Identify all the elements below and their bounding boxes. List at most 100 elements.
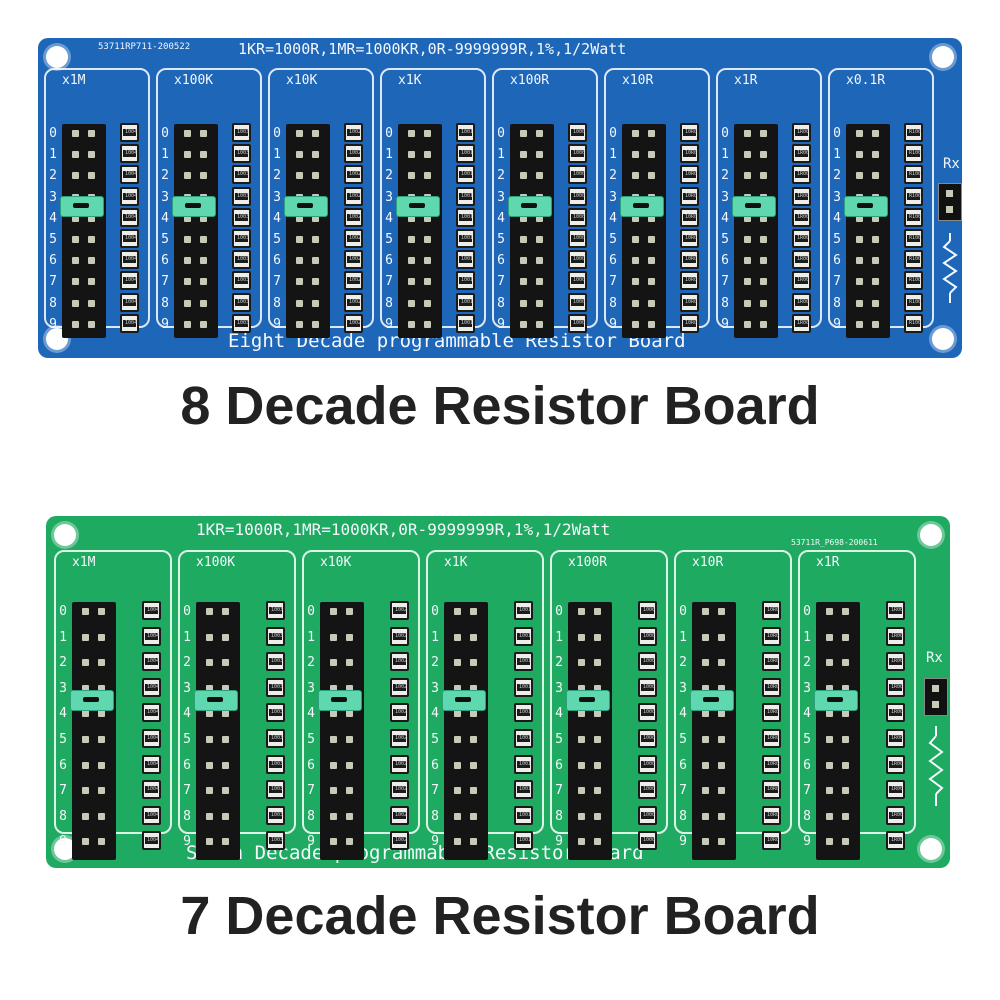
- smd-resistor: 1001: [514, 703, 533, 723]
- header-pin: [88, 278, 95, 286]
- jumper-cap[interactable]: [172, 196, 216, 218]
- smd-resistor: R100: [904, 165, 923, 185]
- resistor-code: R100: [909, 235, 922, 241]
- resistor-code: 1002: [395, 760, 408, 767]
- row-number: 0: [609, 126, 617, 141]
- header-pin: [718, 608, 725, 615]
- jumper-cap[interactable]: [508, 196, 552, 218]
- header-pin: [72, 151, 79, 159]
- header-pin: [454, 761, 461, 769]
- header-pin: [594, 787, 601, 795]
- row-number: 5: [679, 732, 687, 747]
- jumper-cap[interactable]: [690, 689, 734, 711]
- smd-resistor: 1R00: [886, 601, 905, 620]
- resistor-code: 1001: [519, 760, 532, 767]
- resistor-code: 1R00: [797, 277, 810, 284]
- jumper-cap[interactable]: [70, 689, 114, 711]
- smd-resistor: 1004: [120, 144, 139, 164]
- resistor-code: 1003: [271, 683, 284, 690]
- top-caption: 8 Decade Resistor Board: [180, 376, 820, 436]
- header-pin: [536, 214, 543, 222]
- header-pin: [88, 257, 95, 265]
- header-pin: [648, 130, 655, 137]
- header-pin: [632, 151, 639, 159]
- resistor-code: 1003: [271, 760, 284, 767]
- jumper-cap[interactable]: [620, 196, 664, 218]
- jumper-cap[interactable]: [844, 196, 888, 218]
- row-number: 2: [721, 168, 729, 184]
- jumper-cap[interactable]: [318, 689, 362, 711]
- header-pin: [872, 151, 879, 159]
- rx-label: Rx: [943, 156, 960, 172]
- jumper-cap[interactable]: [396, 196, 440, 218]
- smd-resistor: 10R0: [680, 250, 699, 270]
- smd-resistor: 10R0: [680, 165, 699, 185]
- header-pin: [702, 838, 709, 846]
- blue-resistor-board: 53711RP711-200522 1KR=1000R,1MR=1000KR,0…: [38, 38, 962, 358]
- smd-resistor: 10R0: [680, 229, 699, 248]
- row-number: 0: [555, 604, 563, 619]
- jumper-cap[interactable]: [194, 689, 238, 711]
- resistor-code: 1003: [237, 319, 250, 326]
- smd-resistor: 10R0: [762, 677, 781, 697]
- header-pin: [330, 684, 337, 692]
- header-pin: [330, 838, 337, 846]
- jumper-cap[interactable]: [732, 196, 776, 218]
- header-pin: [578, 736, 585, 743]
- resistor-code: 1R00: [891, 786, 904, 793]
- resistor-code: 1002: [395, 811, 408, 818]
- resistor-code: 1003: [271, 735, 284, 741]
- smd-resistor: 1004: [120, 229, 139, 248]
- header-pin: [296, 214, 303, 222]
- pin-header: [734, 124, 778, 338]
- header-pin: [98, 633, 105, 641]
- header-pin: [856, 299, 863, 307]
- row-number: 6: [161, 253, 169, 269]
- resistor-code: 1002: [395, 735, 408, 741]
- pin-header: [444, 602, 488, 860]
- header-pin: [760, 172, 767, 180]
- header-pin: [296, 257, 303, 265]
- header-pin: [82, 659, 89, 667]
- resistor-code: R100: [909, 150, 922, 157]
- smd-resistor: 1002: [390, 652, 409, 672]
- resistor-code: 1003: [271, 709, 284, 716]
- resistor-code: 1000: [573, 171, 586, 178]
- resistor-code: 1001: [519, 786, 532, 793]
- smd-resistor: R100: [904, 271, 923, 291]
- resistor-code: 1002: [395, 658, 408, 665]
- header-pin: [222, 684, 229, 692]
- resistor-code: 1000: [643, 811, 656, 818]
- smd-resistor: 1002: [390, 677, 409, 697]
- resistor-code: 1004: [147, 760, 160, 767]
- mounting-hole-icon: [920, 524, 942, 546]
- resistor-code: 1002: [395, 786, 408, 793]
- header-pin: [520, 320, 527, 328]
- resistor-code: 1004: [125, 235, 138, 241]
- resistor-code: 10R0: [767, 658, 780, 665]
- resistor-code: 10R0: [685, 129, 698, 135]
- jumper-cap[interactable]: [442, 689, 486, 711]
- jumper-cap[interactable]: [60, 196, 104, 218]
- row-number: 3: [609, 189, 617, 205]
- resistor-code: 1000: [573, 213, 586, 220]
- smd-resistor: 1001: [514, 754, 533, 774]
- smd-resistor: 1003: [232, 229, 251, 248]
- header-pin: [632, 299, 639, 307]
- resistor-code: 1004: [125, 277, 138, 284]
- resistor-code: 1001: [461, 256, 474, 263]
- header-pin: [872, 172, 879, 180]
- header-pin: [856, 236, 863, 243]
- jumper-cap[interactable]: [566, 689, 610, 711]
- row-number: 0: [833, 126, 841, 141]
- resistor-code: 1R00: [891, 607, 904, 613]
- decade-label: x100K: [174, 73, 214, 88]
- row-number: 3: [307, 680, 315, 696]
- jumper-cap[interactable]: [814, 689, 858, 711]
- header-pin: [98, 761, 105, 769]
- header-pin: [72, 236, 79, 243]
- jumper-cap[interactable]: [284, 196, 328, 218]
- resistor-code: 1R00: [797, 235, 810, 241]
- row-number: 4: [555, 706, 563, 722]
- resistor-code: 1002: [349, 256, 362, 263]
